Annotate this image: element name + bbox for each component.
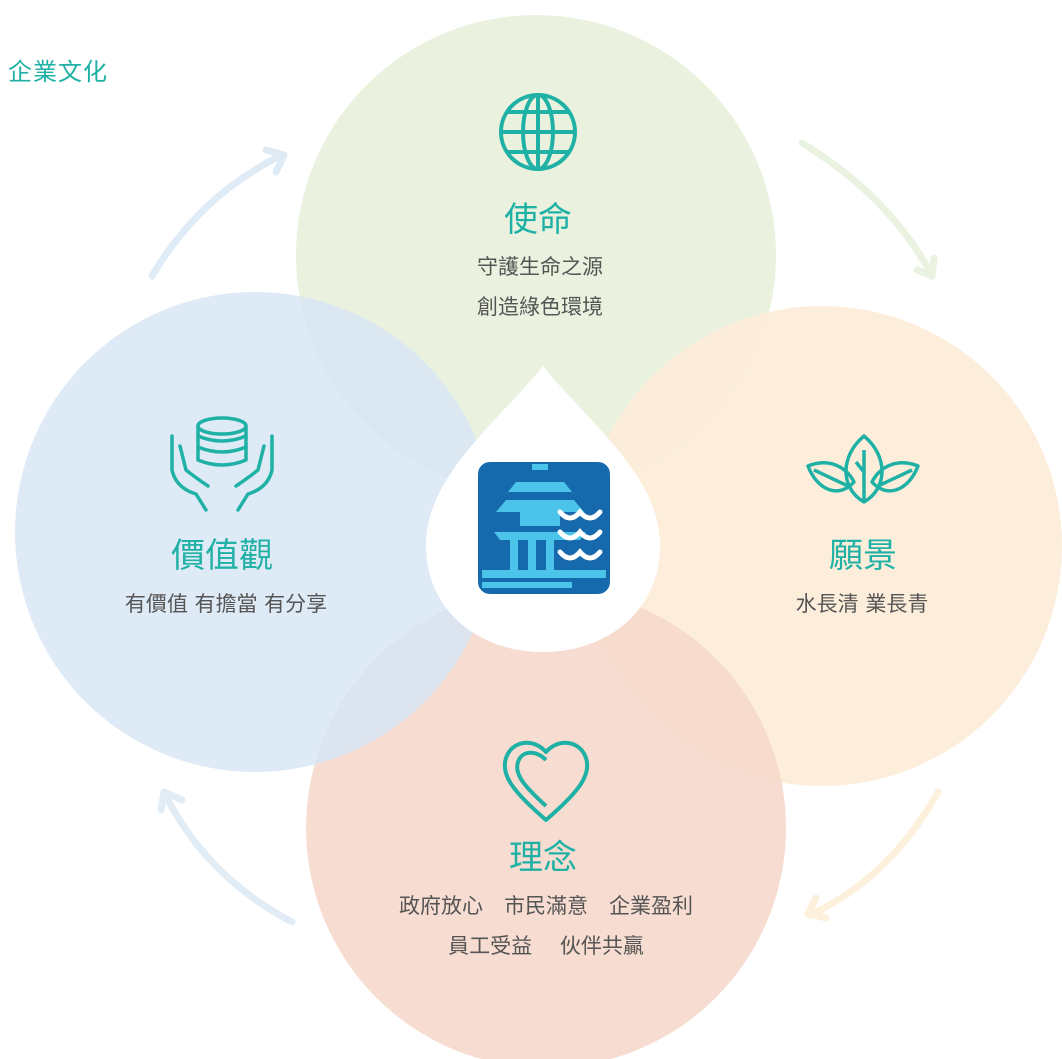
leaves-icon xyxy=(806,434,920,504)
values-circle xyxy=(15,292,495,772)
arrow-top-right xyxy=(798,139,938,280)
water-pavilion-logo-icon xyxy=(478,462,610,594)
coins-in-hands-icon xyxy=(170,416,274,512)
values-title: 價值觀 xyxy=(171,536,273,576)
philosophy-circle xyxy=(306,588,786,1059)
mission-line-2: 創造綠色環境 xyxy=(477,295,603,319)
arrow-top-left xyxy=(148,146,288,280)
vision-line-1: 水長清 業長青 xyxy=(795,592,929,616)
heart-icon xyxy=(502,741,590,822)
mission-title: 使命 xyxy=(504,200,572,240)
arrow-bottom-left xyxy=(157,788,296,926)
vision-title: 願景 xyxy=(829,536,897,576)
philosophy-line-1: 政府放心 市民滿意 企業盈利 xyxy=(399,894,693,918)
values-line-1: 有價值 有擔當 有分享 xyxy=(124,592,328,616)
philosophy-line-2: 員工受益 伙伴共贏 xyxy=(448,934,644,958)
mission-line-1: 守護生命之源 xyxy=(477,255,603,279)
arrow-bottom-right xyxy=(804,788,942,922)
page-title: 企業文化 xyxy=(8,58,108,86)
globe-icon xyxy=(499,93,577,171)
philosophy-title: 理念 xyxy=(509,838,577,878)
